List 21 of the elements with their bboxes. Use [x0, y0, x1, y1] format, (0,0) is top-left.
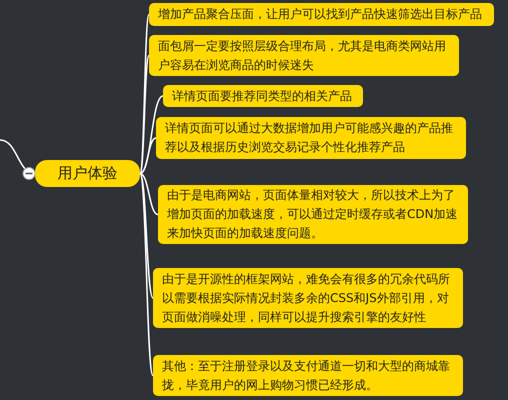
connector-line [139, 14, 150, 174]
topic-box [35, 160, 140, 187]
connector-line [139, 55, 150, 174]
topic-text: 详情页面要推荐同类型的相关产品 [172, 88, 352, 104]
connector-line [140, 137, 156, 174]
connector-line [0, 139, 36, 180]
subtopic-box [149, 3, 494, 26]
subtopic-box [156, 117, 466, 159]
topic-text: 详情页面可以通过大数据增加用户可能感兴趣的产品推荐以及根据历史浏览交易记录个性化推荐产品 [165, 120, 454, 156]
connector-line [139, 173, 154, 376]
subtopic-box [163, 85, 363, 107]
topic-text: 其他：至于注册登录以及支付通道一切和大型的商城靠拢，毕竟用户的网上购物习惯已经形成。 [162, 358, 451, 394]
connector-line [140, 172, 158, 216]
subtopic-box [149, 35, 459, 76]
topic-text: 由于是电商网站，页面体量相对较大，所以技术上为了增加页面的加载速度，可以通过定时缓存或者CDN加速来加快页面的加载速度问题。 [167, 187, 459, 242]
connector-line [139, 173, 154, 298]
topic-text: 用户体验 [58, 163, 118, 184]
topic-text: 由于是开源性的框架网站，难免会有很多的冗余代码所以需要根据实际情况封装多余的CSS和JS外部引用，对页面做消噪处理，同样可以提升搜索引擎的友好性 [162, 270, 451, 326]
topic-text: 面包屑一定要按照层级合理布局，尤其是电商类网站用户容易在浏览商品的时候迷失 [158, 38, 447, 74]
subtopic-box [153, 355, 463, 396]
topic-text: 增加产品聚合压面，让用户可以找到产品快速筛选出目标产品 [158, 6, 482, 23]
